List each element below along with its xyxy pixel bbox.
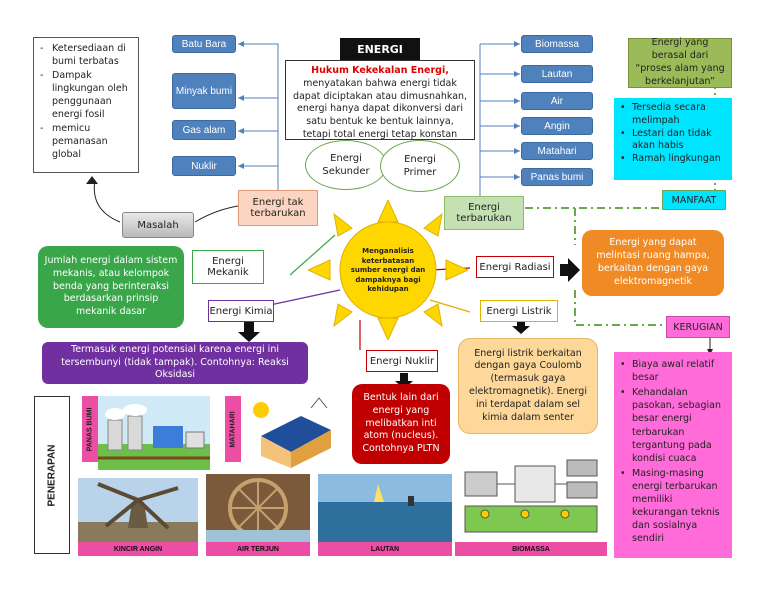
problem-item: memicu pemanasan global <box>40 122 134 162</box>
electric-energy-desc: Energi listrik berkaitan dengan gaya Cou… <box>458 338 598 434</box>
source-nuklir[interactable]: Nuklir <box>172 156 236 176</box>
benefit-list-box: Tersedia secara melimpah Lestari dan tid… <box>614 98 732 180</box>
source-gas-alam[interactable]: Gas alam <box>172 120 236 140</box>
loss-item: Masing-masing energi terbarukan memiliki… <box>620 467 728 546</box>
biomass-diagram <box>455 452 607 542</box>
nuclear-energy-label: Energi Nuklir <box>366 350 438 372</box>
source-minyak-bumi[interactable]: Minyak bumi <box>172 73 236 109</box>
secondary-energy-bubble: Energi Sekunder <box>305 140 387 190</box>
non-renewable-label: Energi tak terbarukan <box>238 190 318 226</box>
application-label-box: PENERAPAN <box>34 396 70 554</box>
nuclear-energy-desc: Bentuk lain dari energi yang melibatkan … <box>352 384 450 464</box>
law-text: menyatakan bahwa energi tidak dapat dici… <box>292 77 468 141</box>
radiation-energy-label: Energi Radiasi <box>476 256 554 278</box>
loss-item: Biaya awal relatif besar <box>620 358 728 384</box>
radiation-energy-desc: Energi yang dapat melintasi ruang hampa,… <box>582 230 724 296</box>
mechanical-energy-label: Energi Mekanik <box>192 250 264 284</box>
primary-energy-bubble: Energi Primer <box>380 140 460 192</box>
ocean-label: LAUTAN <box>318 542 452 556</box>
loss-label: KERUGIAN <box>666 316 730 338</box>
solar-house-illustration <box>241 396 345 470</box>
waterwheel-photo <box>206 474 310 542</box>
geothermal-plant-illustration <box>98 396 210 470</box>
geothermal-label: PANAS BUMI <box>86 407 94 451</box>
source-matahari[interactable]: Matahari <box>521 142 593 160</box>
problem-item: Ketersediaan di bumi terbatas <box>40 42 134 69</box>
renewable-label: Energi terbarukan <box>444 196 524 230</box>
law-title: Hukum Kekekalan Energi, <box>311 65 449 76</box>
benefit-item: Ramah lingkungan <box>620 153 728 166</box>
benefit-item: Tersedia secara melimpah <box>620 102 728 128</box>
solar-label: MATAHARI <box>229 410 237 448</box>
problem-list-box: Ketersediaan di bumi terbatas Dampak lin… <box>33 37 139 173</box>
electric-energy-label: Energi Listrik <box>480 300 558 322</box>
windmill-photo <box>78 478 198 542</box>
page-title: ENERGI <box>340 38 420 60</box>
loss-list-box: Biaya awal relatif besar Kehandalan paso… <box>614 352 732 558</box>
conservation-law-box: Hukum Kekekalan Energi, menyatakan bahwa… <box>285 60 475 140</box>
application-label: PENERAPAN <box>46 443 58 507</box>
solar-tag: MATAHARI <box>225 396 241 462</box>
source-angin[interactable]: Angin <box>521 117 593 135</box>
geothermal-tag: PANAS BUMI <box>82 396 98 462</box>
source-batu-bara[interactable]: Batu Bara <box>172 35 236 53</box>
source-biomassa[interactable]: Biomassa <box>521 35 593 53</box>
loss-item: Kehandalan pasokan, sebagian besar energ… <box>620 386 728 465</box>
chemical-energy-desc: Termasuk energi potensial karena energi … <box>42 342 308 384</box>
source-panas-bumi[interactable]: Panas bumi <box>521 168 593 186</box>
biomass-label: BIOMASSA <box>455 542 607 556</box>
problem-item: Dampak lingkungan oleh penggunaan energi… <box>40 69 134 122</box>
problem-label: Masalah <box>122 212 194 238</box>
benefit-label: MANFAAT <box>662 190 726 210</box>
waterfall-label: AIR TERJUN <box>206 542 310 556</box>
sun-icon <box>308 200 468 340</box>
benefit-item: Lestari dan tidak akan habis <box>620 128 728 154</box>
ocean-photo <box>318 474 452 542</box>
sun-center-text: Menganalisis keterbatasan sumber energi … <box>350 247 426 294</box>
renewable-definition: Energi yang berasal dari “proses alam ya… <box>628 37 732 88</box>
chemical-energy-label: Energi Kimia <box>208 300 274 322</box>
source-lautan[interactable]: Lautan <box>521 65 593 83</box>
windmill-label: KINCIR ANGIN <box>78 542 198 556</box>
source-air[interactable]: Air <box>521 92 593 110</box>
mechanical-energy-desc: Jumlah energi dalam sistem mekanis, atau… <box>38 246 184 328</box>
